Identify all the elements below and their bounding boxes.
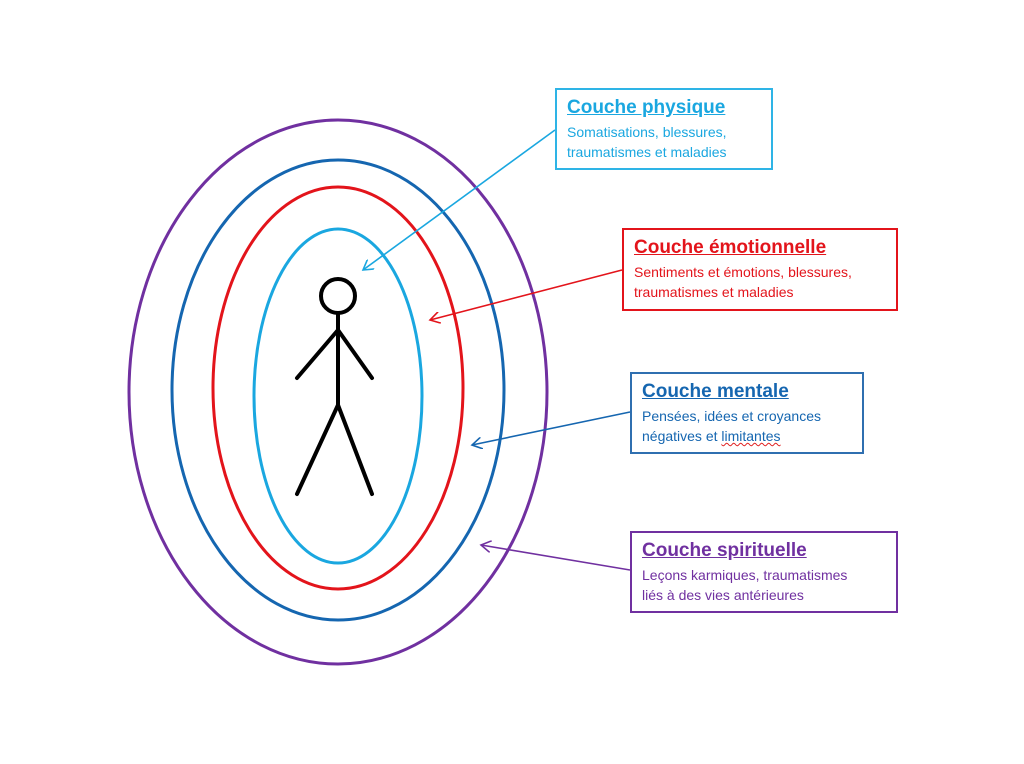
physical-layer-description: Somatisations, blessures, traumatismes e… bbox=[567, 122, 761, 162]
physical-layer-title: Couche physique bbox=[567, 97, 726, 118]
stick-figure bbox=[295, 277, 374, 496]
mental-layer-description: Pensées, idées et croyances négatives et… bbox=[642, 406, 852, 446]
physical-layer-desc-line1: Somatisations, blessures, bbox=[567, 124, 727, 140]
emotional-layer-title: Couche émotionnelle bbox=[634, 237, 827, 258]
spiritual-layer-title: Couche spirituelle bbox=[642, 540, 807, 561]
spiritual-layer-arrow bbox=[481, 545, 631, 571]
physical-layer-ellipse bbox=[252, 227, 424, 565]
mental-layer-arrow bbox=[472, 411, 631, 445]
stick-figure-right-leg bbox=[336, 403, 374, 496]
emotional-layer-desc-line1: Sentiments et émotions, blessures, bbox=[634, 264, 852, 280]
spiritual-layer-ellipse bbox=[127, 118, 549, 666]
mental-layer-desc-line2-misspelled-word: limitantes bbox=[721, 428, 781, 444]
stick-figure-head bbox=[319, 277, 357, 315]
mental-layer-desc-line1: Pensées, idées et croyances bbox=[642, 408, 821, 424]
spiritual-layer-desc-line2: liés à des vies antérieures bbox=[642, 587, 804, 603]
emotional-layer-desc-line2: traumatismes et maladies bbox=[634, 284, 794, 300]
mental-layer-title: Couche mentale bbox=[642, 381, 789, 402]
spiritual-layer-desc-line1: Leçons karmiques, traumatismes bbox=[642, 567, 848, 583]
emotional-layer-ellipse bbox=[211, 185, 465, 591]
spiritual-layer-description: Leçons karmiques, traumatismes liés à de… bbox=[642, 565, 886, 605]
physical-layer-box: Couche physique Somatisations, blessures… bbox=[555, 88, 773, 170]
mental-layer-box: Couche mentale Pensées, idées et croyanc… bbox=[630, 372, 864, 454]
stick-figure-left-arm bbox=[295, 328, 340, 380]
emotional-layer-arrow bbox=[430, 269, 623, 320]
emotional-layer-description: Sentiments et émotions, blessures, traum… bbox=[634, 262, 886, 302]
physical-layer-arrow bbox=[363, 129, 556, 270]
physical-layer-desc-line2: traumatismes et maladies bbox=[567, 144, 727, 160]
spiritual-layer-box: Couche spirituelle Leçons karmiques, tra… bbox=[630, 531, 898, 613]
mental-layer-ellipse bbox=[170, 158, 506, 622]
emotional-layer-box: Couche émotionnelle Sentiments et émotio… bbox=[622, 228, 898, 311]
mental-layer-desc-line2-start: négatives et bbox=[642, 428, 722, 444]
stick-figure-left-leg bbox=[295, 403, 340, 496]
stick-figure-right-arm bbox=[336, 328, 374, 380]
mental-layer-desc-line2: négatives et limitantes bbox=[642, 426, 852, 446]
